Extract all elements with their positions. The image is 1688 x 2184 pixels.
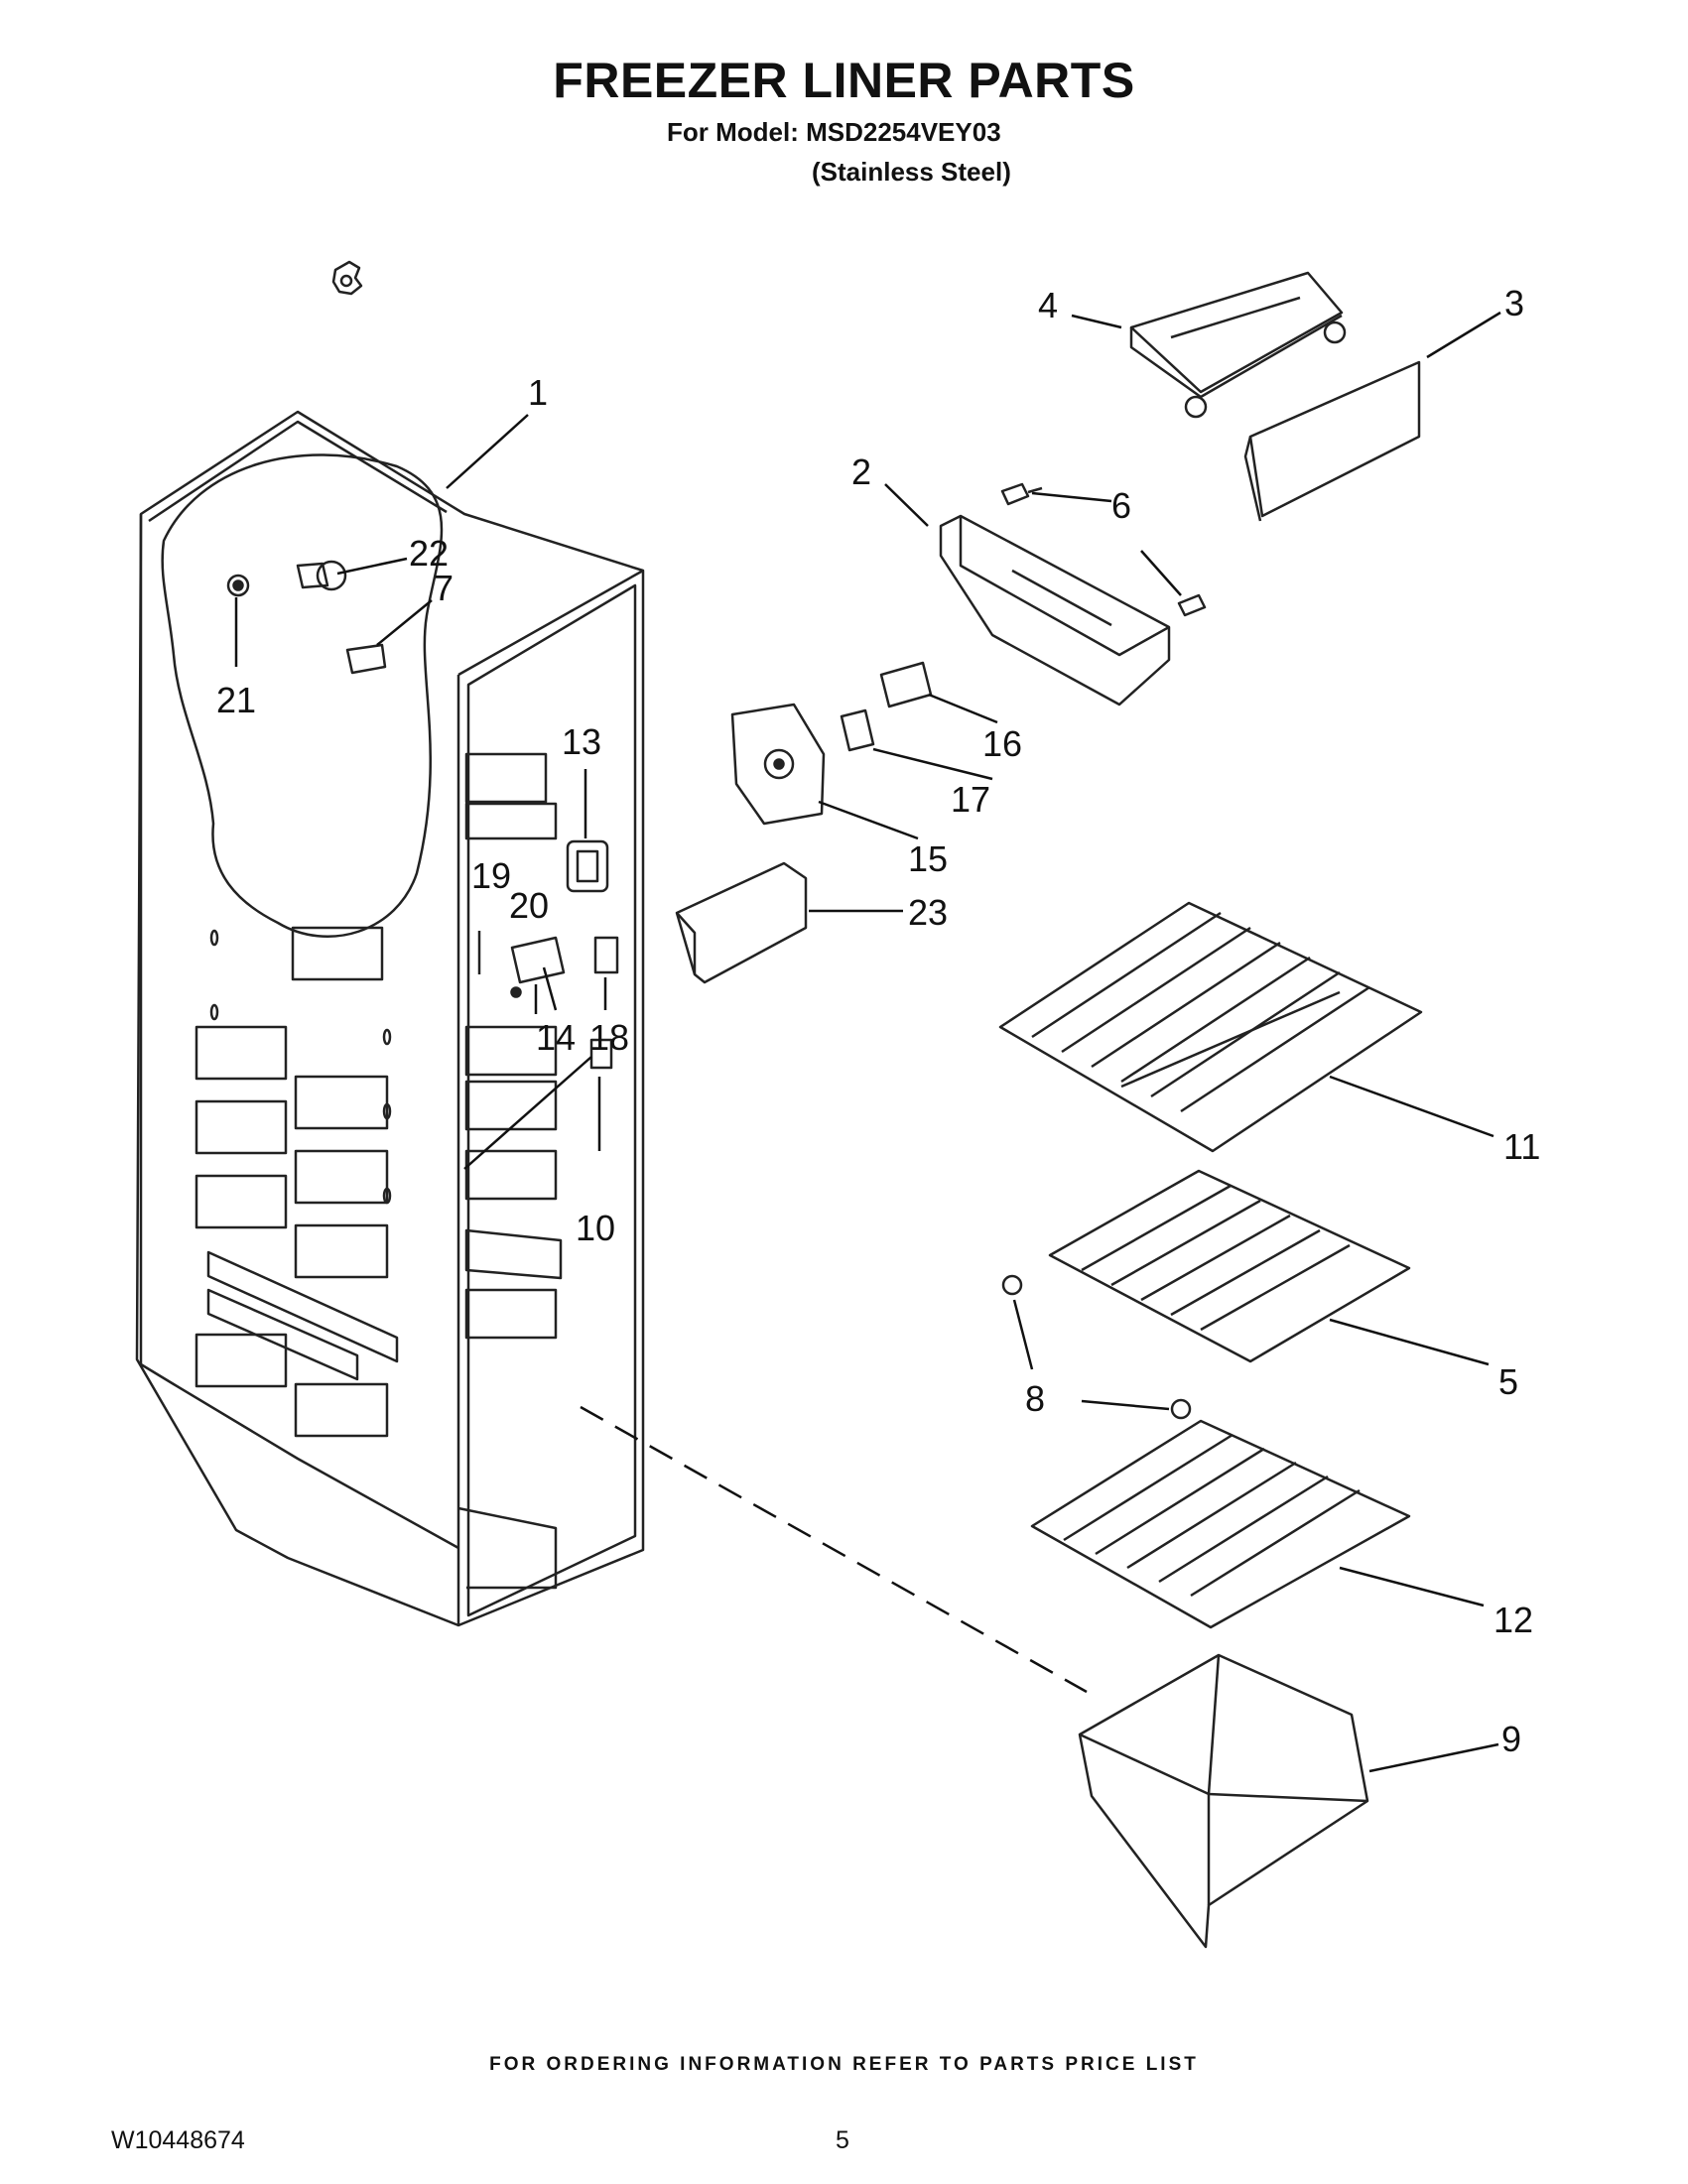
middle-shelf-part xyxy=(1048,1169,1411,1363)
callout-17: 17 xyxy=(951,779,990,820)
finish-line: (Stainless Steel) xyxy=(812,157,1011,187)
control-board-parts xyxy=(730,661,933,826)
dashed-leader-line xyxy=(580,1405,1088,1694)
lower-shelf-part xyxy=(1030,1419,1411,1629)
callout-labels: 1 2 3 4 5 6 7 8 9 10 11 12 13 14 15 16 1… xyxy=(216,283,1540,1759)
callout-7: 7 xyxy=(434,568,454,608)
freezer-liner-part xyxy=(135,410,645,1627)
callout-21: 21 xyxy=(216,680,256,720)
cover-part-23 xyxy=(675,861,808,984)
callout-23: 23 xyxy=(908,892,948,933)
callout-16: 16 xyxy=(982,723,1022,764)
callout-11: 11 xyxy=(1503,1126,1540,1167)
shelf-stud-parts xyxy=(1001,1274,1192,1420)
screw-parts xyxy=(1000,482,1207,617)
callout-10: 10 xyxy=(576,1208,615,1248)
page-title: FREEZER LINER PARTS xyxy=(553,53,1135,108)
callout-15: 15 xyxy=(908,838,948,879)
callout-22: 22 xyxy=(409,533,449,574)
callout-6: 6 xyxy=(1111,485,1131,526)
model-line: For Model: MSD2254VEY03 xyxy=(667,117,1001,147)
upper-shelf-part xyxy=(998,901,1423,1153)
cover-panel-part xyxy=(1243,360,1421,522)
ordering-info-note: FOR ORDERING INFORMATION REFER TO PARTS … xyxy=(489,2054,1199,2075)
callout-14: 14 xyxy=(536,1017,576,1058)
callout-9: 9 xyxy=(1501,1719,1521,1759)
loose-clip-part xyxy=(331,260,363,296)
freezer-bin-part xyxy=(1078,1653,1369,1949)
callout-20: 20 xyxy=(509,885,549,926)
housing-bracket-part xyxy=(939,514,1171,707)
hinge-bracket-part xyxy=(1129,271,1347,419)
screw-assembly-parts xyxy=(226,560,387,675)
callout-5: 5 xyxy=(1498,1361,1518,1402)
page-number: 5 xyxy=(836,2126,849,2154)
callout-19: 19 xyxy=(471,855,511,896)
callout-12: 12 xyxy=(1493,1600,1533,1640)
callout-13: 13 xyxy=(562,721,601,762)
callout-1: 1 xyxy=(528,372,548,413)
callout-2: 2 xyxy=(851,451,871,492)
leader-lines xyxy=(234,311,1501,1773)
callout-3: 3 xyxy=(1504,283,1524,323)
callout-4: 4 xyxy=(1038,285,1058,325)
callout-8: 8 xyxy=(1025,1378,1045,1419)
control-parts xyxy=(477,839,619,1070)
document-number: W10448674 xyxy=(111,2126,245,2154)
callout-18: 18 xyxy=(589,1017,629,1058)
